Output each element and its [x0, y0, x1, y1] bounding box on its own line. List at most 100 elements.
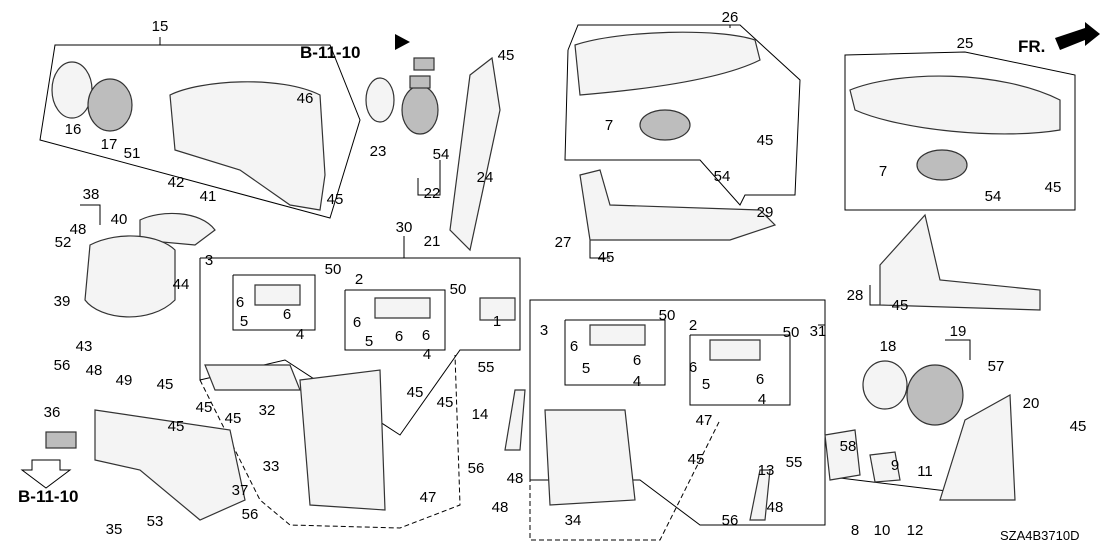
callout[interactable]: 56	[722, 512, 739, 529]
callout[interactable]: 45	[1045, 179, 1062, 196]
callout[interactable]: 50	[325, 261, 342, 278]
callout[interactable]: 15	[152, 18, 169, 35]
callout[interactable]: 5	[365, 333, 373, 350]
callout[interactable]: 48	[86, 362, 103, 379]
callout[interactable]: 28	[847, 287, 864, 304]
callout[interactable]: 9	[891, 457, 899, 474]
callout[interactable]: 54	[433, 146, 450, 163]
callout[interactable]: 35	[106, 521, 123, 538]
callout[interactable]: 4	[633, 373, 641, 390]
callout[interactable]: 2	[355, 271, 363, 288]
callout[interactable]: 26	[722, 9, 739, 26]
callout[interactable]: 21	[424, 233, 441, 250]
callout[interactable]: 13	[758, 462, 775, 479]
callout[interactable]: 58	[840, 438, 857, 455]
callout[interactable]: 6	[756, 371, 764, 388]
callout[interactable]: 4	[296, 326, 304, 343]
callout[interactable]: 36	[44, 404, 61, 421]
callout[interactable]: 45	[498, 47, 515, 64]
callout[interactable]: 6	[633, 352, 641, 369]
callout[interactable]: 49	[116, 372, 133, 389]
callout[interactable]: 43	[76, 338, 93, 355]
callout[interactable]: 45	[757, 132, 774, 149]
callout[interactable]: 16	[65, 121, 82, 138]
callout[interactable]: 5	[702, 376, 710, 393]
callout[interactable]: 45	[327, 191, 344, 208]
callout[interactable]: 6	[570, 338, 578, 355]
callout[interactable]: 45	[196, 399, 213, 416]
callout[interactable]: 52	[55, 234, 72, 251]
callout[interactable]: 48	[507, 470, 524, 487]
callout[interactable]: 6	[353, 314, 361, 331]
callout[interactable]: 50	[783, 324, 800, 341]
callout[interactable]: 29	[757, 204, 774, 221]
callout[interactable]: 54	[714, 168, 731, 185]
callout[interactable]: 7	[605, 117, 613, 134]
callout[interactable]: 30	[396, 219, 413, 236]
ref-top-link[interactable]: B-11-10	[300, 43, 360, 62]
callout[interactable]: 53	[147, 513, 164, 530]
callout[interactable]: 27	[555, 234, 572, 251]
callout[interactable]: 45	[225, 410, 242, 427]
callout[interactable]: 51	[124, 145, 141, 162]
callout[interactable]: 7	[879, 163, 887, 180]
callout[interactable]: 42	[168, 174, 185, 191]
callout[interactable]: 50	[659, 307, 676, 324]
callout[interactable]: 22	[424, 185, 441, 202]
callout[interactable]: 6	[689, 359, 697, 376]
callout[interactable]: 56	[468, 460, 485, 477]
callout[interactable]: 50	[450, 281, 467, 298]
callout[interactable]: 45	[157, 376, 174, 393]
callout[interactable]: 54	[985, 188, 1002, 205]
callout[interactable]: 46	[297, 90, 314, 107]
callout[interactable]: 32	[259, 402, 276, 419]
callout[interactable]: 40	[111, 211, 128, 228]
callout[interactable]: 45	[688, 451, 705, 468]
callout[interactable]: 12	[907, 522, 924, 539]
callout[interactable]: 45	[598, 249, 615, 266]
callout[interactable]: 47	[696, 412, 713, 429]
callout[interactable]: 6	[422, 327, 430, 344]
callout[interactable]: 4	[758, 391, 766, 408]
callout[interactable]: 55	[478, 359, 495, 376]
callout[interactable]: 5	[240, 313, 248, 330]
callout[interactable]: 48	[767, 499, 784, 516]
callout[interactable]: 45	[892, 297, 909, 314]
callout[interactable]: 55	[786, 454, 803, 471]
callout[interactable]: 4	[423, 346, 431, 363]
callout[interactable]: 5	[582, 360, 590, 377]
callout[interactable]: 8	[851, 522, 859, 539]
callout[interactable]: 56	[242, 506, 259, 523]
callout[interactable]: 48	[492, 499, 509, 516]
callout[interactable]: 11	[917, 463, 933, 480]
callout[interactable]: 3	[205, 252, 213, 269]
callout[interactable]: 45	[407, 384, 424, 401]
callout[interactable]: 20	[1023, 395, 1040, 412]
callout[interactable]: 14	[472, 406, 489, 423]
callout[interactable]: 25	[957, 35, 974, 52]
callout[interactable]: 18	[880, 338, 897, 355]
callout[interactable]: 6	[236, 294, 244, 311]
callout[interactable]: 6	[395, 328, 403, 345]
callout[interactable]: 39	[54, 293, 71, 310]
callout[interactable]: 45	[437, 394, 454, 411]
callout[interactable]: 37	[232, 482, 249, 499]
callout[interactable]: 45	[1070, 418, 1087, 435]
callout[interactable]: 48	[70, 221, 87, 238]
callout[interactable]: 47	[420, 489, 437, 506]
callout[interactable]: 19	[950, 323, 967, 340]
callout[interactable]: 31	[810, 323, 827, 340]
ref-bottom-link[interactable]: B-11-10	[18, 487, 78, 506]
callout[interactable]: 1	[493, 313, 501, 330]
callout[interactable]: 56	[54, 357, 71, 374]
callout[interactable]: 3	[540, 322, 548, 339]
callout[interactable]: 23	[370, 143, 387, 160]
callout[interactable]: 33	[263, 458, 280, 475]
callout[interactable]: 24	[477, 169, 494, 186]
callout[interactable]: 38	[83, 186, 100, 203]
callout[interactable]: 44	[173, 276, 190, 293]
callout[interactable]: 45	[168, 418, 185, 435]
callout[interactable]: 6	[283, 306, 291, 323]
callout[interactable]: 10	[874, 522, 891, 539]
callout[interactable]: 34	[565, 512, 582, 529]
